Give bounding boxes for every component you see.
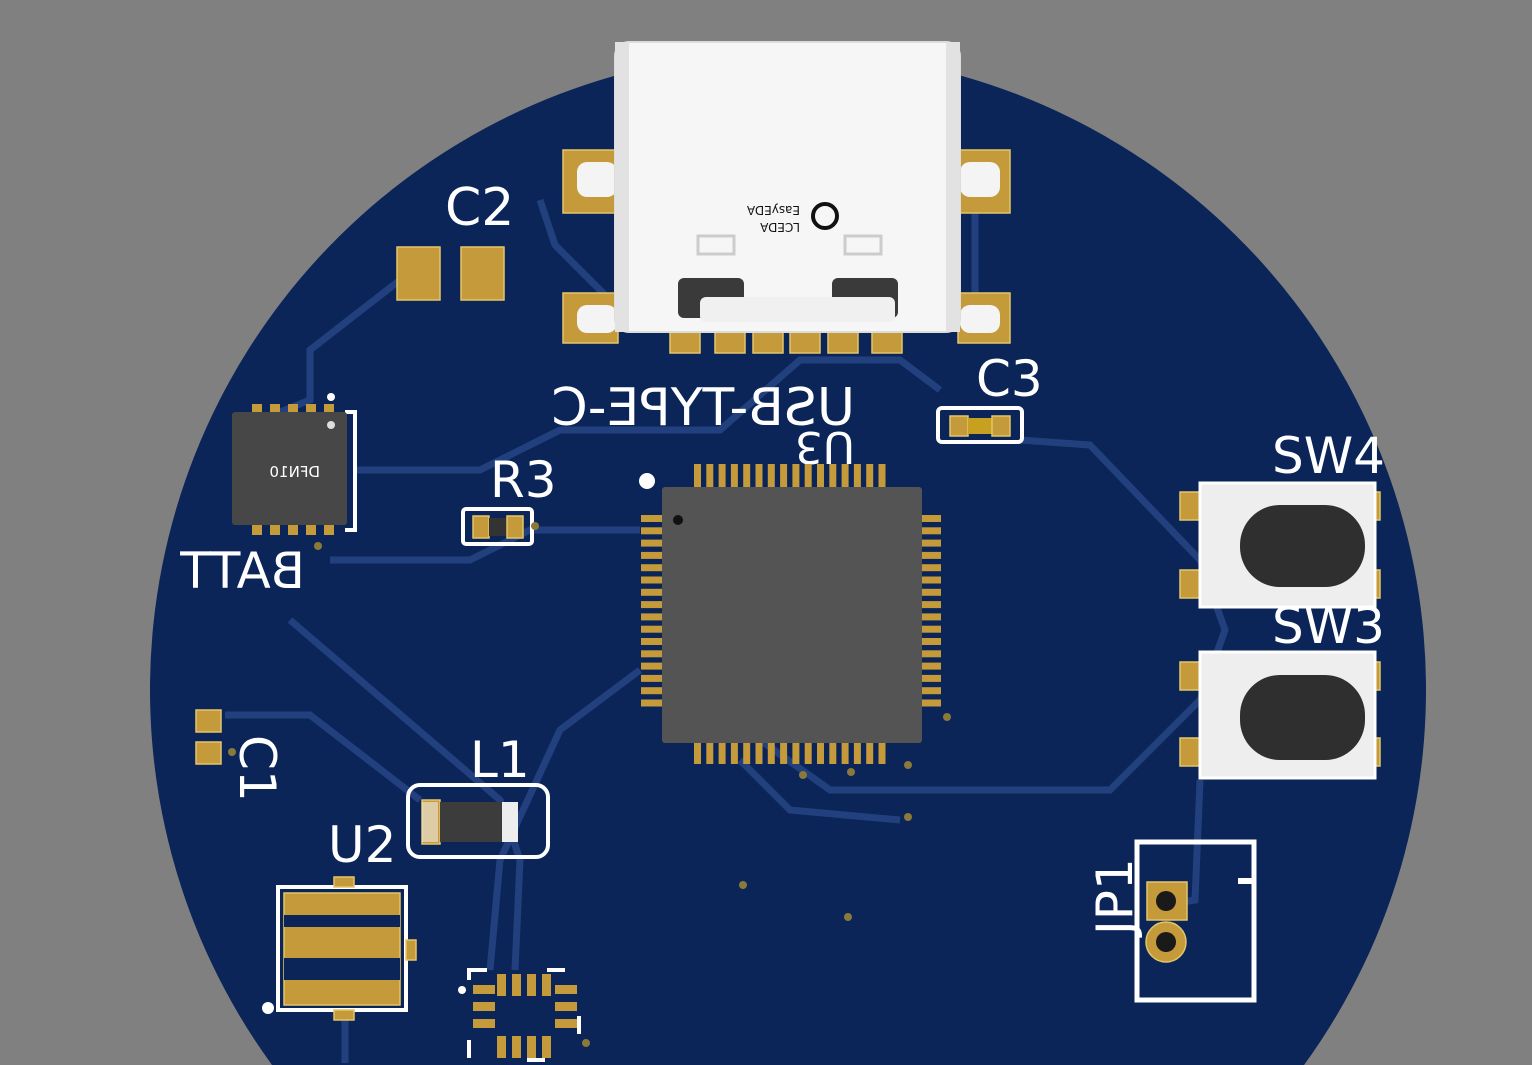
qfp-pin <box>921 662 941 670</box>
qfp-pin <box>841 464 849 488</box>
qfp-pin <box>743 742 751 764</box>
qfp-pin <box>641 588 663 596</box>
qfp-pin <box>641 527 663 535</box>
label-dfn10: DFN10 <box>270 463 321 481</box>
qfp-pin <box>641 576 663 584</box>
qfp-pin <box>804 742 812 764</box>
switch-sw4[interactable] <box>1179 481 1381 609</box>
qfp-pin <box>641 601 663 609</box>
qfp-pin <box>641 662 663 670</box>
svg-text:EasyEDA: EasyEDA <box>746 203 800 217</box>
qfp-pin <box>921 527 941 535</box>
inductor-l1[interactable] <box>406 783 550 859</box>
qfp-pin <box>641 674 663 682</box>
dfn10-chip[interactable]: DFN10 <box>232 393 357 535</box>
qfp-pin <box>718 464 726 488</box>
svg-text:LCEDA: LCEDA <box>759 220 800 234</box>
qfp-pin <box>767 742 775 764</box>
qfp-pin <box>866 742 874 764</box>
usb-type-c-connector[interactable]: LCEDA EasyEDA <box>562 41 1011 354</box>
label-sw4: SW4 <box>1272 427 1385 485</box>
qfp-pin <box>921 687 941 695</box>
capacitor-c2[interactable] <box>396 246 505 301</box>
qfp-pin <box>841 742 849 764</box>
easyeda-logo-icon <box>811 202 839 230</box>
qfp-pin <box>921 650 941 658</box>
label-jp1: JP1 <box>1086 858 1144 938</box>
switch-sw3[interactable] <box>1179 650 1381 780</box>
qfp-pin <box>694 464 701 488</box>
qfp-pin <box>767 464 775 488</box>
capacitor-c3[interactable] <box>936 406 1024 444</box>
qfp-pin <box>921 564 941 572</box>
qfp-pin <box>641 515 663 522</box>
qfp-pin <box>921 515 941 522</box>
label-c1: C1 <box>228 735 286 802</box>
qfp-pin <box>817 464 824 488</box>
qfp-pin <box>641 564 663 572</box>
qfp-pin <box>853 464 861 488</box>
label-l1: L1 <box>470 731 530 789</box>
jumper-jp1[interactable] <box>1134 839 1257 1003</box>
qfp-pin <box>641 687 663 695</box>
qfp-pin <box>792 464 800 488</box>
label-batt: BATT <box>180 542 305 600</box>
qfn-chip[interactable] <box>458 968 581 1062</box>
qfp-pin <box>706 742 714 764</box>
mcu-u3-qfp[interactable] <box>639 464 941 764</box>
qfp-pin <box>829 464 837 488</box>
qfp-pin <box>829 742 837 764</box>
label-r3: R3 <box>490 451 557 509</box>
qfp-pin <box>755 464 763 488</box>
qfp-pin <box>921 613 941 621</box>
qfp-pin <box>921 588 941 596</box>
qfp-pin <box>706 464 714 488</box>
qfp-pin <box>641 638 663 645</box>
vias <box>228 522 951 1047</box>
qfp-pin <box>853 742 861 764</box>
label-u2: U2 <box>328 816 396 874</box>
qfp-pin <box>921 638 941 645</box>
qfp-pin <box>641 625 663 633</box>
qfp-pin <box>694 742 701 764</box>
qfp-pin <box>804 464 812 488</box>
qfp-pin <box>921 674 941 682</box>
qfp-pin <box>921 539 941 547</box>
qfp-pin <box>921 699 941 707</box>
qfp-pin <box>792 742 800 764</box>
qfp-pin <box>780 464 788 488</box>
qfp-pin <box>921 551 941 559</box>
qfp-pin <box>730 742 738 764</box>
qfp-pin <box>878 742 886 764</box>
qfp-pin <box>718 742 726 764</box>
qfp-pin <box>743 464 751 488</box>
qfp-pin <box>921 601 941 609</box>
qfp-pin <box>878 464 886 488</box>
qfp-pin <box>780 742 788 764</box>
label-c3: C3 <box>976 350 1043 408</box>
qfp-pin <box>641 699 663 707</box>
qfp-pin <box>641 650 663 658</box>
label-sw3: SW3 <box>1272 597 1385 655</box>
capacitor-c1[interactable] <box>195 709 222 765</box>
qfp-pin <box>921 576 941 584</box>
qfp-pin <box>641 613 663 621</box>
easyeda-logo: LCEDA EasyEDA <box>746 202 839 234</box>
qfp-pin <box>921 625 941 633</box>
qfp-pin <box>641 551 663 559</box>
qfp-pin <box>817 742 824 764</box>
label-usb-type-c: USB-TYPE-C <box>551 378 855 438</box>
qfp-pin <box>641 539 663 547</box>
label-c2: C2 <box>445 178 514 238</box>
qfp-pin <box>730 464 738 488</box>
component-u2[interactable] <box>262 876 417 1021</box>
label-u3: U3 <box>795 421 855 472</box>
qfp-pin <box>755 742 763 764</box>
qfp-pin <box>866 464 874 488</box>
